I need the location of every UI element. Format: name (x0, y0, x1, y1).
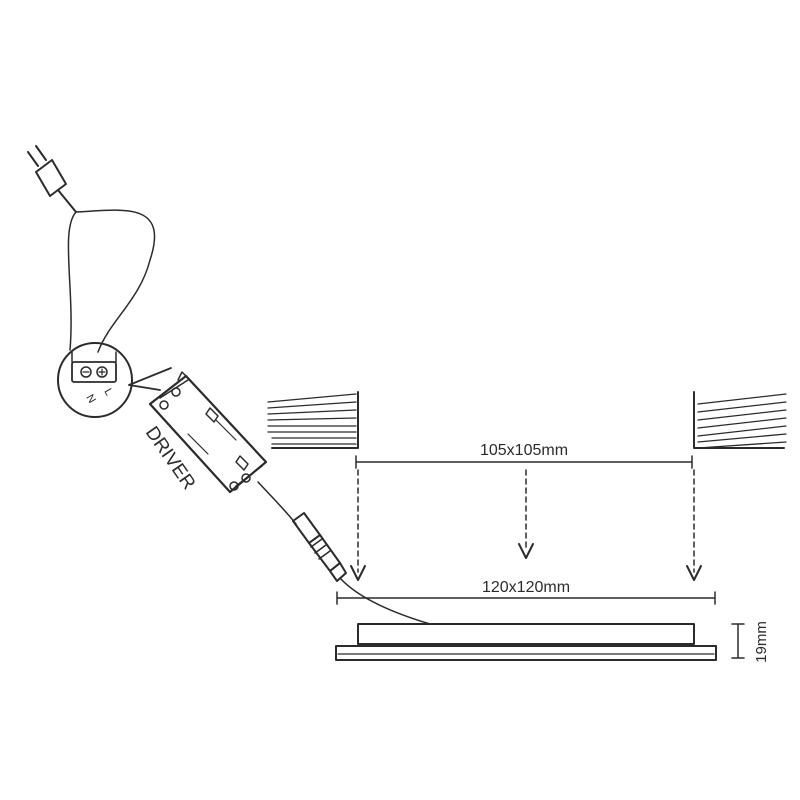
insert-direction-arrows (350, 469, 702, 581)
terminal-detail-inset: N L (57, 342, 133, 418)
cutout-dimension-label: 105x105mm (480, 442, 568, 459)
power-plug-icon (27, 145, 77, 213)
panel-light (335, 623, 717, 661)
height-dimension-label: 19mm (753, 621, 770, 663)
driver-output-cable (257, 481, 431, 625)
panel-dimension-label: 120x120mm (482, 579, 570, 596)
driver-box (148, 371, 268, 494)
driver-label: DRIVER (141, 423, 199, 494)
panel-dimension-line (336, 591, 716, 605)
terminal-l-label: L (101, 387, 114, 398)
terminal-n-label: N (83, 393, 97, 406)
ceiling-right (693, 391, 787, 449)
cutout-dimension-line (355, 455, 693, 469)
ceiling-left (267, 391, 359, 449)
power-cable (67, 209, 156, 353)
height-dimension-line (731, 623, 745, 659)
inset-pointer (128, 367, 172, 391)
